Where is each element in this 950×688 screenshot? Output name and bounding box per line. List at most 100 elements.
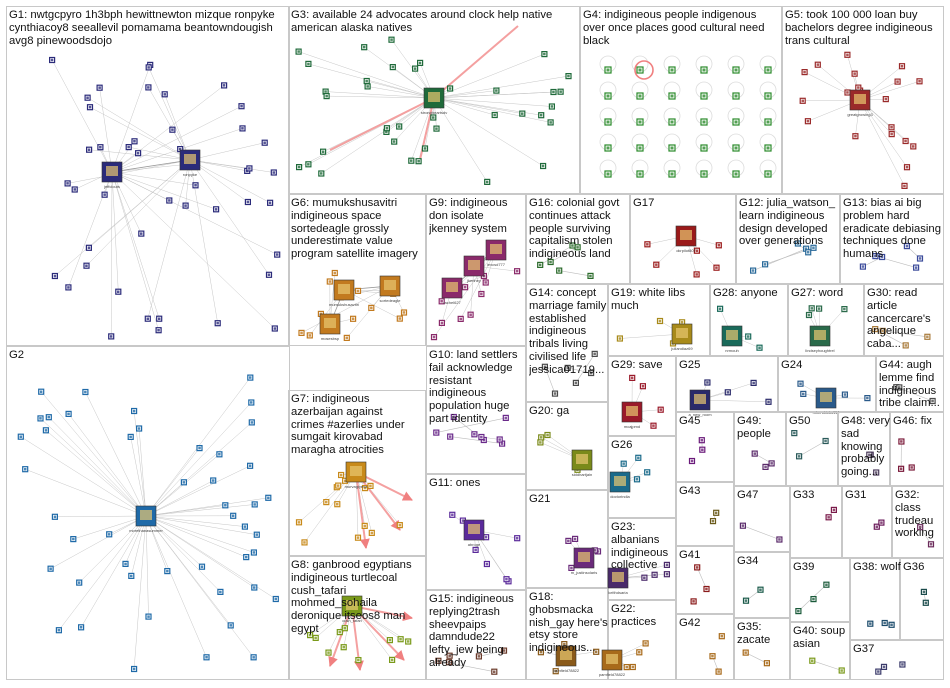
graph-node-fill [67, 412, 70, 416]
graph-node-fill [843, 393, 847, 396]
graph-node-fill [890, 132, 893, 136]
graph-node-fill [880, 255, 884, 259]
graph-node-fill [638, 120, 642, 124]
graph-node-fill [343, 627, 346, 630]
graph-edge [367, 86, 435, 99]
graph-node-fill [869, 622, 872, 625]
graph-node-fill [766, 94, 770, 98]
graph-node-fill [576, 246, 579, 249]
graph-node-fill [480, 435, 483, 439]
graph-node-fill [157, 329, 160, 332]
group-g20: siddhartjain [526, 402, 608, 490]
graph-node-fill [701, 448, 704, 451]
graph-edge [58, 515, 147, 631]
graph-node-fill [557, 269, 561, 272]
group-g2: morethanasummer [6, 346, 290, 680]
graph-node-fill [140, 232, 143, 235]
group-frame [6, 346, 290, 680]
graph-edge [79, 515, 147, 583]
graph-edge [54, 159, 191, 277]
group-g44 [876, 356, 944, 412]
hub-node-label: pamfield78822 [599, 672, 626, 677]
graph-node-fill [423, 147, 427, 150]
graph-node-fill [214, 208, 218, 211]
graph-node-fill [147, 86, 150, 89]
graph-node-fill [571, 244, 574, 247]
graph-node-fill [87, 148, 91, 151]
graph-node-fill [883, 621, 886, 625]
graph-node-fill [741, 524, 745, 527]
hub-node-label: nrmouh [725, 348, 739, 353]
graph-node-fill [369, 484, 372, 488]
hub-node-label: rachel627 [443, 300, 461, 305]
graph-node-fill [327, 651, 330, 654]
hub-node-label: mosesbsp [321, 336, 340, 341]
graph-node-fill [198, 446, 201, 450]
graph-node-fill [268, 201, 272, 205]
graph-node-fill [574, 381, 578, 385]
graph-edge [145, 422, 252, 517]
graph-edge [145, 497, 269, 517]
graph-node-fill [853, 72, 856, 75]
graph-node-fill [521, 112, 524, 115]
graph-node-fill [638, 94, 642, 98]
group-g42 [676, 614, 734, 680]
graph-node-fill [300, 331, 303, 335]
graph-node-fill [832, 508, 836, 512]
graph-node-fill [363, 524, 366, 528]
group-frame [734, 618, 790, 680]
graph-node-fill [79, 626, 83, 629]
graph-edge [111, 171, 119, 292]
graph-node-fill [904, 344, 907, 347]
graph-node-fill [388, 638, 392, 642]
graph-node-fill [398, 317, 401, 320]
graph-node-fill [132, 409, 136, 413]
graph-edge [544, 366, 556, 394]
graph-node-fill [147, 66, 150, 69]
graph-edge [25, 468, 147, 517]
graph-node-fill [219, 590, 222, 594]
graph-node-fill [763, 263, 767, 266]
hub-node-label: okrpilot807 [676, 248, 696, 253]
graph-node-fill [320, 172, 323, 175]
graph-node-fill [700, 439, 703, 442]
graph-node-fill [136, 152, 140, 155]
graph-node-fill [448, 87, 452, 90]
graph-node-fill [385, 130, 388, 134]
graph-node-fill [900, 65, 904, 68]
graph-node-fill [765, 661, 769, 665]
hub-node-portrait [676, 328, 688, 338]
graph-edge [862, 256, 883, 267]
graph-edge [164, 94, 191, 161]
graph-edge [85, 391, 147, 517]
group-g21: m_justinsolaris [526, 490, 608, 588]
graph-node-fill [407, 640, 410, 643]
graph-node-fill [635, 478, 639, 481]
graph-node-fill [711, 519, 715, 523]
graph-node-fill [767, 400, 770, 404]
graph-node-fill [88, 105, 92, 109]
graph-node-fill [267, 496, 270, 500]
graph-node-fill [646, 243, 649, 246]
hub-node-label: greatgrowing3 [847, 112, 873, 117]
group-frame [790, 622, 850, 680]
graph-node-fill [770, 462, 773, 465]
graph-node-fill [589, 274, 592, 278]
group-g29: mcajpmd [608, 356, 676, 436]
group-g4 [580, 6, 782, 194]
hub-node-label: jeffclouts [103, 184, 120, 189]
group-frame [734, 486, 790, 552]
group-frame [850, 558, 900, 640]
group-g8: cush_tafari [288, 556, 426, 680]
graph-node-fill [240, 104, 243, 108]
graph-edge [68, 413, 147, 517]
group-g12 [736, 194, 840, 284]
graph-node-fill [231, 514, 235, 517]
graph-edge [147, 159, 191, 319]
graph-node-fill [903, 184, 906, 188]
graph-node-fill [356, 289, 360, 293]
graph-edge [433, 97, 552, 107]
graph-edge [145, 480, 214, 517]
graph-node-fill [124, 562, 127, 566]
graph-node-fill [890, 623, 893, 626]
